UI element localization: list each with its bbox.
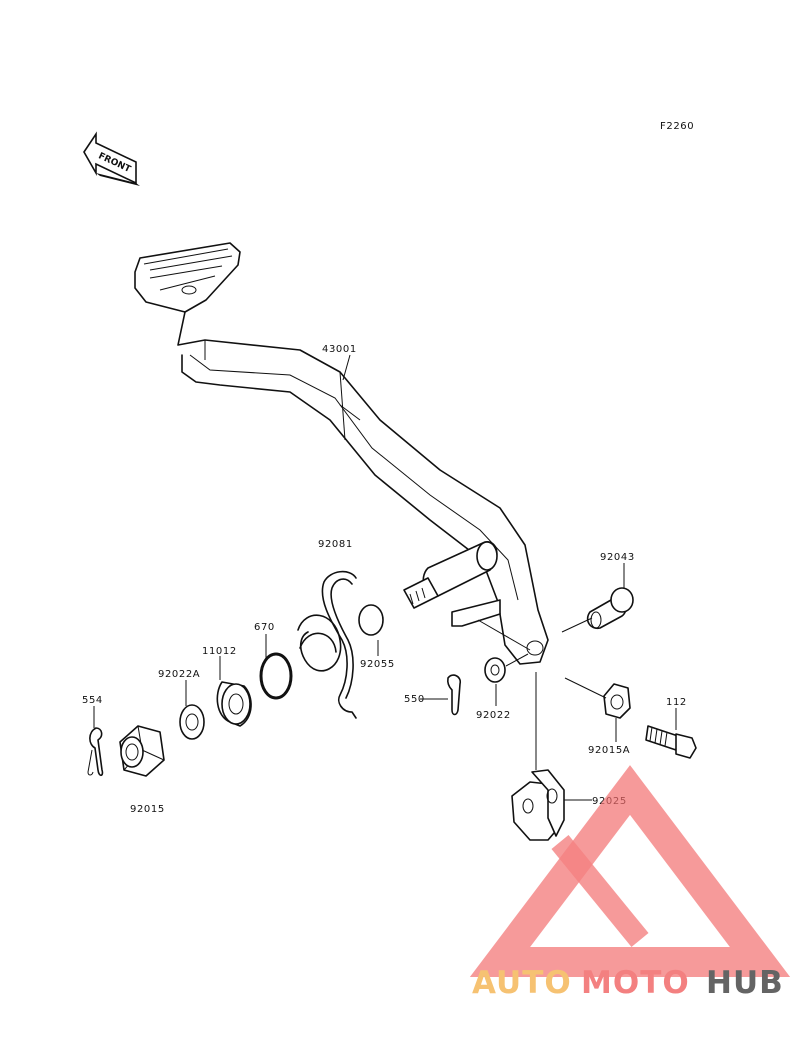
leader-lines [93, 354, 677, 801]
label-92015a: 92015A [588, 745, 630, 756]
label-43001: 43001 [322, 344, 357, 355]
automotohub-watermark: AUTO MOTO HUB [469, 765, 791, 1001]
return-spring [297, 570, 357, 719]
label-670: 670 [254, 622, 275, 633]
label-92015: 92015 [130, 804, 165, 815]
o-ring-670 [259, 652, 293, 700]
label-92055: 92055 [360, 659, 395, 670]
label-92043: 92043 [600, 552, 635, 563]
watermark-hub: HUB [706, 965, 784, 1001]
collar-11012 [216, 681, 252, 727]
watermark-moto: MOTO [581, 965, 690, 1001]
cotter-pin-550 [447, 674, 462, 716]
watermark-auto: AUTO [472, 965, 572, 1001]
label-11012: 11012 [202, 646, 237, 657]
label-554: 554 [82, 695, 103, 706]
bolt-112 [645, 725, 697, 759]
label-92022a: 92022A [158, 669, 200, 680]
pin-92043 [586, 587, 634, 630]
label-550: 550 [404, 694, 425, 705]
nut-92015a [603, 683, 631, 719]
o-ring-92055 [358, 604, 384, 636]
label-92022: 92022 [476, 710, 511, 721]
clevis-92025 [511, 769, 565, 841]
figure-code: F2260 [660, 121, 694, 132]
washer-92022 [484, 657, 506, 683]
r-clip-554 [87, 727, 104, 777]
triangle-logo-icon [469, 765, 791, 977]
nut-92015 [119, 725, 165, 777]
front-arrow-icon: FRONT [83, 131, 140, 186]
washer-92022a [179, 704, 205, 740]
label-92081: 92081 [318, 539, 353, 550]
label-112: 112 [666, 697, 687, 708]
brake-pedal-arm [134, 242, 549, 665]
